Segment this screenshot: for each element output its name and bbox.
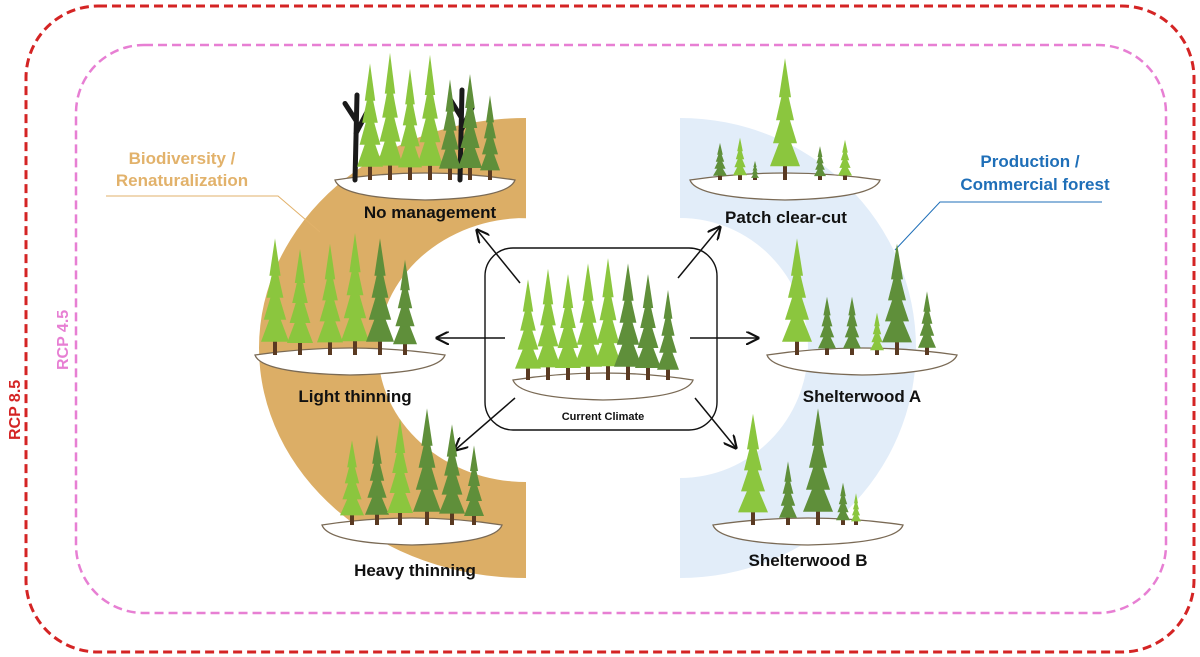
conifer-tree (803, 408, 833, 525)
conifer-tree (838, 139, 852, 180)
conifer-tree (439, 79, 461, 180)
conifer-tree (574, 263, 602, 380)
label-shelterwood-a: Shelterwood A (803, 387, 921, 406)
conifer-tree (713, 142, 727, 180)
conifer-tree (751, 160, 759, 180)
conifer-tree (287, 249, 313, 355)
biodiversity-label-line1: Biodiversity / (129, 149, 236, 168)
conifer-tree (365, 434, 389, 525)
conifer-tree (341, 233, 369, 355)
production-band (680, 118, 916, 578)
conifer-tree (594, 258, 622, 380)
arrow-patch-clear-cut (677, 227, 720, 279)
stand-patch-clear-cut (689, 58, 881, 201)
conifer-tree (439, 424, 465, 525)
stand-light-thinning (254, 233, 446, 376)
stand-shelterwood-a (766, 238, 958, 376)
conifer-tree (555, 274, 581, 380)
conifer-tree (657, 289, 679, 380)
production-label-line1: Production / (980, 152, 1079, 171)
conifer-tree (836, 482, 850, 525)
conifer-tree (480, 95, 500, 180)
conifer-tree (851, 493, 861, 525)
forest-stands (254, 52, 958, 546)
conifer-tree (882, 243, 912, 355)
conifer-tree (738, 413, 768, 525)
conifer-tree (770, 58, 800, 180)
conifer-tree (377, 52, 403, 180)
conifer-tree (814, 146, 826, 180)
conifer-tree (417, 54, 443, 180)
rcp45-label: RCP 4.5 (55, 310, 72, 370)
conifer-tree (535, 268, 561, 380)
ground-patch (689, 172, 881, 201)
conifer-tree (843, 296, 861, 355)
conifer-tree (515, 279, 541, 380)
conifer-tree (366, 238, 394, 355)
label-heavy-thinning: Heavy thinning (354, 561, 476, 580)
conifer-tree (464, 445, 484, 525)
label-no-management: No management (364, 203, 497, 222)
conifer-tree (614, 263, 642, 380)
label-patch-clear-cut: Patch clear-cut (725, 208, 847, 227)
arrow-heavy-thinning (455, 397, 516, 450)
conifer-tree (393, 259, 417, 355)
production-leader-line (894, 201, 1102, 251)
conifer-tree (261, 238, 289, 355)
scenario-arrows (437, 227, 758, 450)
biodiversity-band (259, 118, 526, 578)
conifer-tree (918, 291, 936, 355)
ground-patch (321, 517, 503, 546)
conifer-tree (635, 274, 661, 380)
rcp85-label: RCP 8.5 (7, 380, 24, 440)
conifer-tree (818, 296, 836, 355)
conifer-tree (413, 408, 441, 525)
conifer-tree (779, 461, 797, 525)
label-current-climate: Current Climate (562, 411, 645, 423)
stand-current-climate (512, 258, 694, 401)
conifer-tree (357, 63, 383, 180)
conifer-tree (340, 440, 364, 525)
arrow-no-management (477, 230, 521, 284)
stand-heavy-thinning (321, 408, 503, 546)
label-shelterwood-b: Shelterwood B (748, 551, 867, 570)
conifer-tree (870, 312, 884, 355)
arrow-shelterwood-b (694, 397, 736, 448)
conifer-tree (387, 419, 413, 525)
biodiversity-label-line2: Renaturalization (116, 171, 248, 190)
conifer-tree (317, 243, 343, 355)
biodiversity-leader-line (106, 195, 321, 233)
rcp85-boundary (24, 4, 1196, 654)
ground-patch (254, 347, 446, 376)
label-light-thinning: Light thinning (298, 387, 411, 406)
conifer-tree (782, 238, 812, 355)
stand-shelterwood-b (712, 408, 904, 546)
rcp45-boundary (74, 43, 1168, 615)
conifer-tree (733, 137, 747, 180)
stand-no-management (334, 52, 516, 201)
conifer-tree (458, 74, 482, 180)
production-label-line2: Commercial forest (960, 175, 1110, 194)
conifer-tree (398, 68, 422, 180)
